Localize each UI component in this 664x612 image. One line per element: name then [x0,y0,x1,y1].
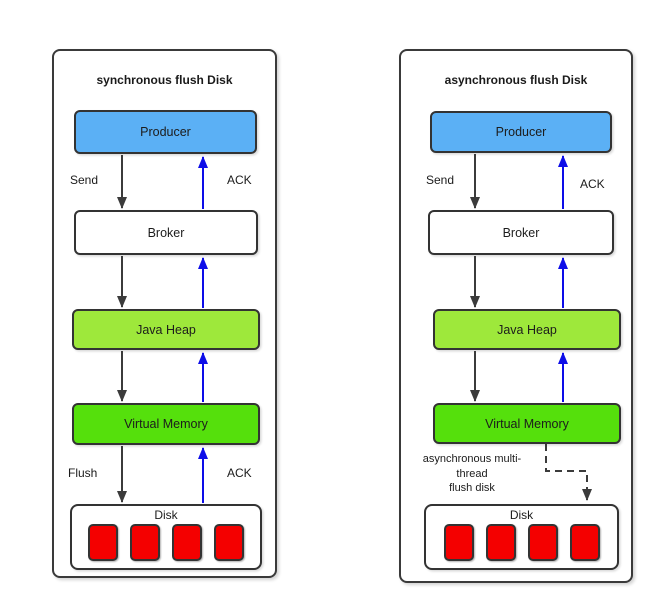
disk-cell [443,524,474,561]
async-flush-dashed-arrow [545,444,592,501]
async-note-line: flush disk [449,482,495,494]
disk-cell [88,524,118,561]
node-virtual-memory: Virtual Memory [72,403,260,445]
disk-cell [130,524,160,561]
disk-cell [214,524,244,561]
node-producer: Producer [74,110,257,154]
label-send: Send [426,173,455,187]
panel-async: asynchronous flush Disk Producer Broker … [399,49,633,583]
disk-label: Disk [509,508,534,522]
node-producer: Producer [430,111,612,153]
node-broker: Broker [428,210,614,255]
panel-sync: synchronous flush Disk Producer Broker J… [52,49,277,578]
label-flush: Flush [68,466,98,480]
disk-cell [569,524,600,561]
disk-cells [88,524,244,561]
async-note-line: thread [456,467,488,480]
panel-title-async: asynchronous flush Disk [444,73,588,87]
disk-cell [485,524,516,561]
panel-title-sync: synchronous flush Disk [96,73,233,87]
node-broker: Broker [74,210,258,255]
disk-cell [172,524,202,561]
label-async-note: asynchronous multi- thread flush disk [409,452,535,496]
label-ack-top: ACK [580,177,605,191]
disk-cell [527,524,558,561]
label-send: Send [70,173,99,187]
disk-label: Disk [154,508,178,522]
node-virtual-memory: Virtual Memory [433,403,621,444]
disk-box: Disk [70,504,262,570]
async-note-line: asynchronous multi- [422,453,522,465]
node-java-heap: Java Heap [433,309,621,350]
label-ack-top: ACK [227,173,252,187]
node-java-heap: Java Heap [72,309,260,350]
disk-box: Disk [424,504,619,570]
label-ack-bottom: ACK [227,466,252,480]
disk-cells [443,524,600,561]
